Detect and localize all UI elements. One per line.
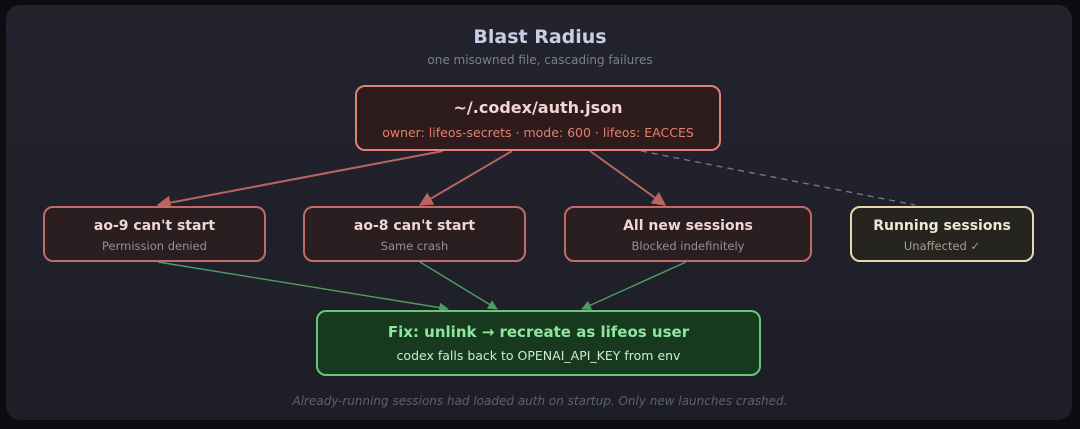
impact-node-ao9: ao-9 can't start Permission denied	[43, 206, 266, 262]
diagram-subtitle: one misowned file, cascading failures	[427, 53, 653, 67]
impact-node-detail: Permission denied	[102, 239, 207, 253]
impact-node-title: ao-9 can't start	[93, 218, 216, 234]
impact-node-title: ao-8 can't start	[353, 218, 476, 234]
edge-root-to-running-sessions	[640, 150, 916, 206]
edge-ao8-to-fix	[419, 261, 498, 310]
fix-node: Fix: unlink → recreate as lifeos user co…	[316, 310, 761, 376]
edge-root-to-ao9	[156, 150, 444, 210]
edge-root-to-ao8	[418, 150, 513, 206]
impact-node-detail: Same crash	[380, 239, 449, 253]
impact-node-title: Running sessions	[873, 218, 1011, 234]
root-node-auth-file: ~/.codex/auth.json owner: lifeos-secrets…	[355, 85, 721, 151]
root-node-detail: owner: lifeos-secrets · mode: 600 · life…	[382, 125, 694, 140]
fix-node-detail: codex falls back to OPENAI_API_KEY from …	[396, 348, 681, 363]
impact-node-title: All new sessions	[623, 218, 753, 234]
impact-node-detail: Unaffected ✓	[903, 239, 981, 253]
edge-root-to-new-sessions	[589, 150, 667, 206]
diagram-footnote: Already-running sessions had loaded auth…	[292, 394, 788, 408]
diagram-title: Blast Radius	[473, 26, 607, 48]
edge-new-sessions-to-fix	[581, 261, 687, 310]
edge-ao9-to-fix	[157, 261, 449, 313]
impact-node-new-sessions: All new sessions Blocked indefinitely	[564, 206, 812, 262]
impact-node-running-sessions: Running sessions Unaffected ✓	[850, 206, 1034, 262]
impact-node-detail: Blocked indefinitely	[631, 239, 745, 253]
impact-node-ao8: ao-8 can't start Same crash	[303, 206, 526, 262]
root-node-title: ~/.codex/auth.json	[453, 98, 623, 117]
fix-node-title: Fix: unlink → recreate as lifeos user	[387, 323, 690, 341]
